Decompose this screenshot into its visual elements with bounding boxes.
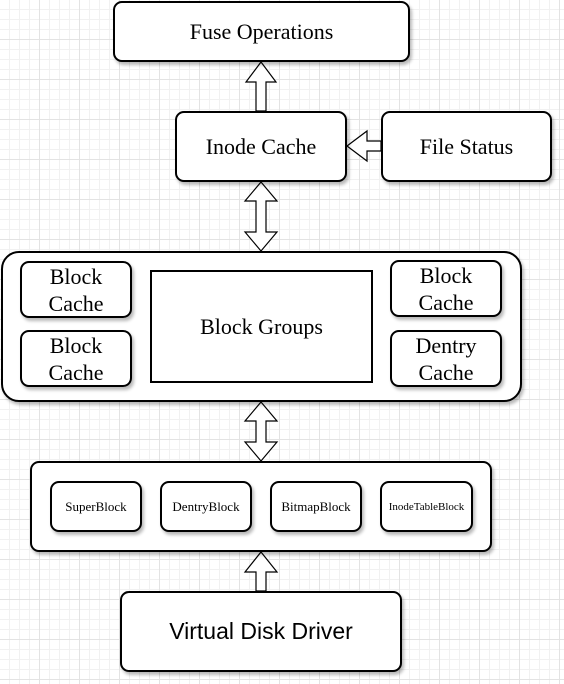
- inode-table-block-label: InodeTableBlock: [388, 500, 465, 513]
- bitmap-block-box: BitmapBlock: [270, 481, 362, 532]
- dentry-cache-label: Dentry Cache: [415, 332, 477, 385]
- block-cache-top-right-box: Block Cache: [390, 260, 502, 317]
- arrow-inode-blocklayer: [243, 181, 279, 252]
- block-cache-label: Block Cache: [48, 332, 104, 385]
- inode-table-block-box: InodeTableBlock: [380, 481, 473, 532]
- bitmap-block-label: BitmapBlock: [281, 498, 351, 514]
- file-status-box: File Status: [381, 111, 552, 182]
- super-block-label: SuperBlock: [65, 498, 127, 514]
- arrow-filestatus-to-inode: [346, 129, 382, 163]
- dentry-cache-box: Dentry Cache: [390, 330, 502, 387]
- block-groups-label: Block Groups: [200, 314, 323, 339]
- dentry-block-box: DentryBlock: [160, 481, 252, 532]
- dentry-block-label: DentryBlock: [172, 498, 240, 514]
- virtual-disk-driver-box: Virtual Disk Driver: [120, 591, 402, 672]
- virtual-disk-driver-label: Virtual Disk Driver: [169, 618, 353, 644]
- block-cache-label: Block Cache: [418, 262, 474, 315]
- block-groups-box: Block Groups: [150, 270, 373, 383]
- block-cache-label: Block Cache: [48, 263, 104, 316]
- block-cache-top-left-box: Block Cache: [20, 261, 132, 318]
- file-status-label: File Status: [419, 134, 514, 159]
- fuse-operations-box: Fuse Operations: [113, 1, 410, 62]
- inode-cache-label: Inode Cache: [205, 134, 317, 159]
- arrow-inode-to-fuse: [244, 61, 278, 112]
- block-cache-bottom-left-box: Block Cache: [20, 330, 132, 387]
- arrow-blocklayer-storage: [243, 401, 279, 462]
- inode-cache-box: Inode Cache: [175, 111, 347, 182]
- super-block-box: SuperBlock: [50, 481, 142, 532]
- arrow-driver-to-storage: [243, 551, 279, 592]
- fuse-operations-label: Fuse Operations: [189, 19, 334, 44]
